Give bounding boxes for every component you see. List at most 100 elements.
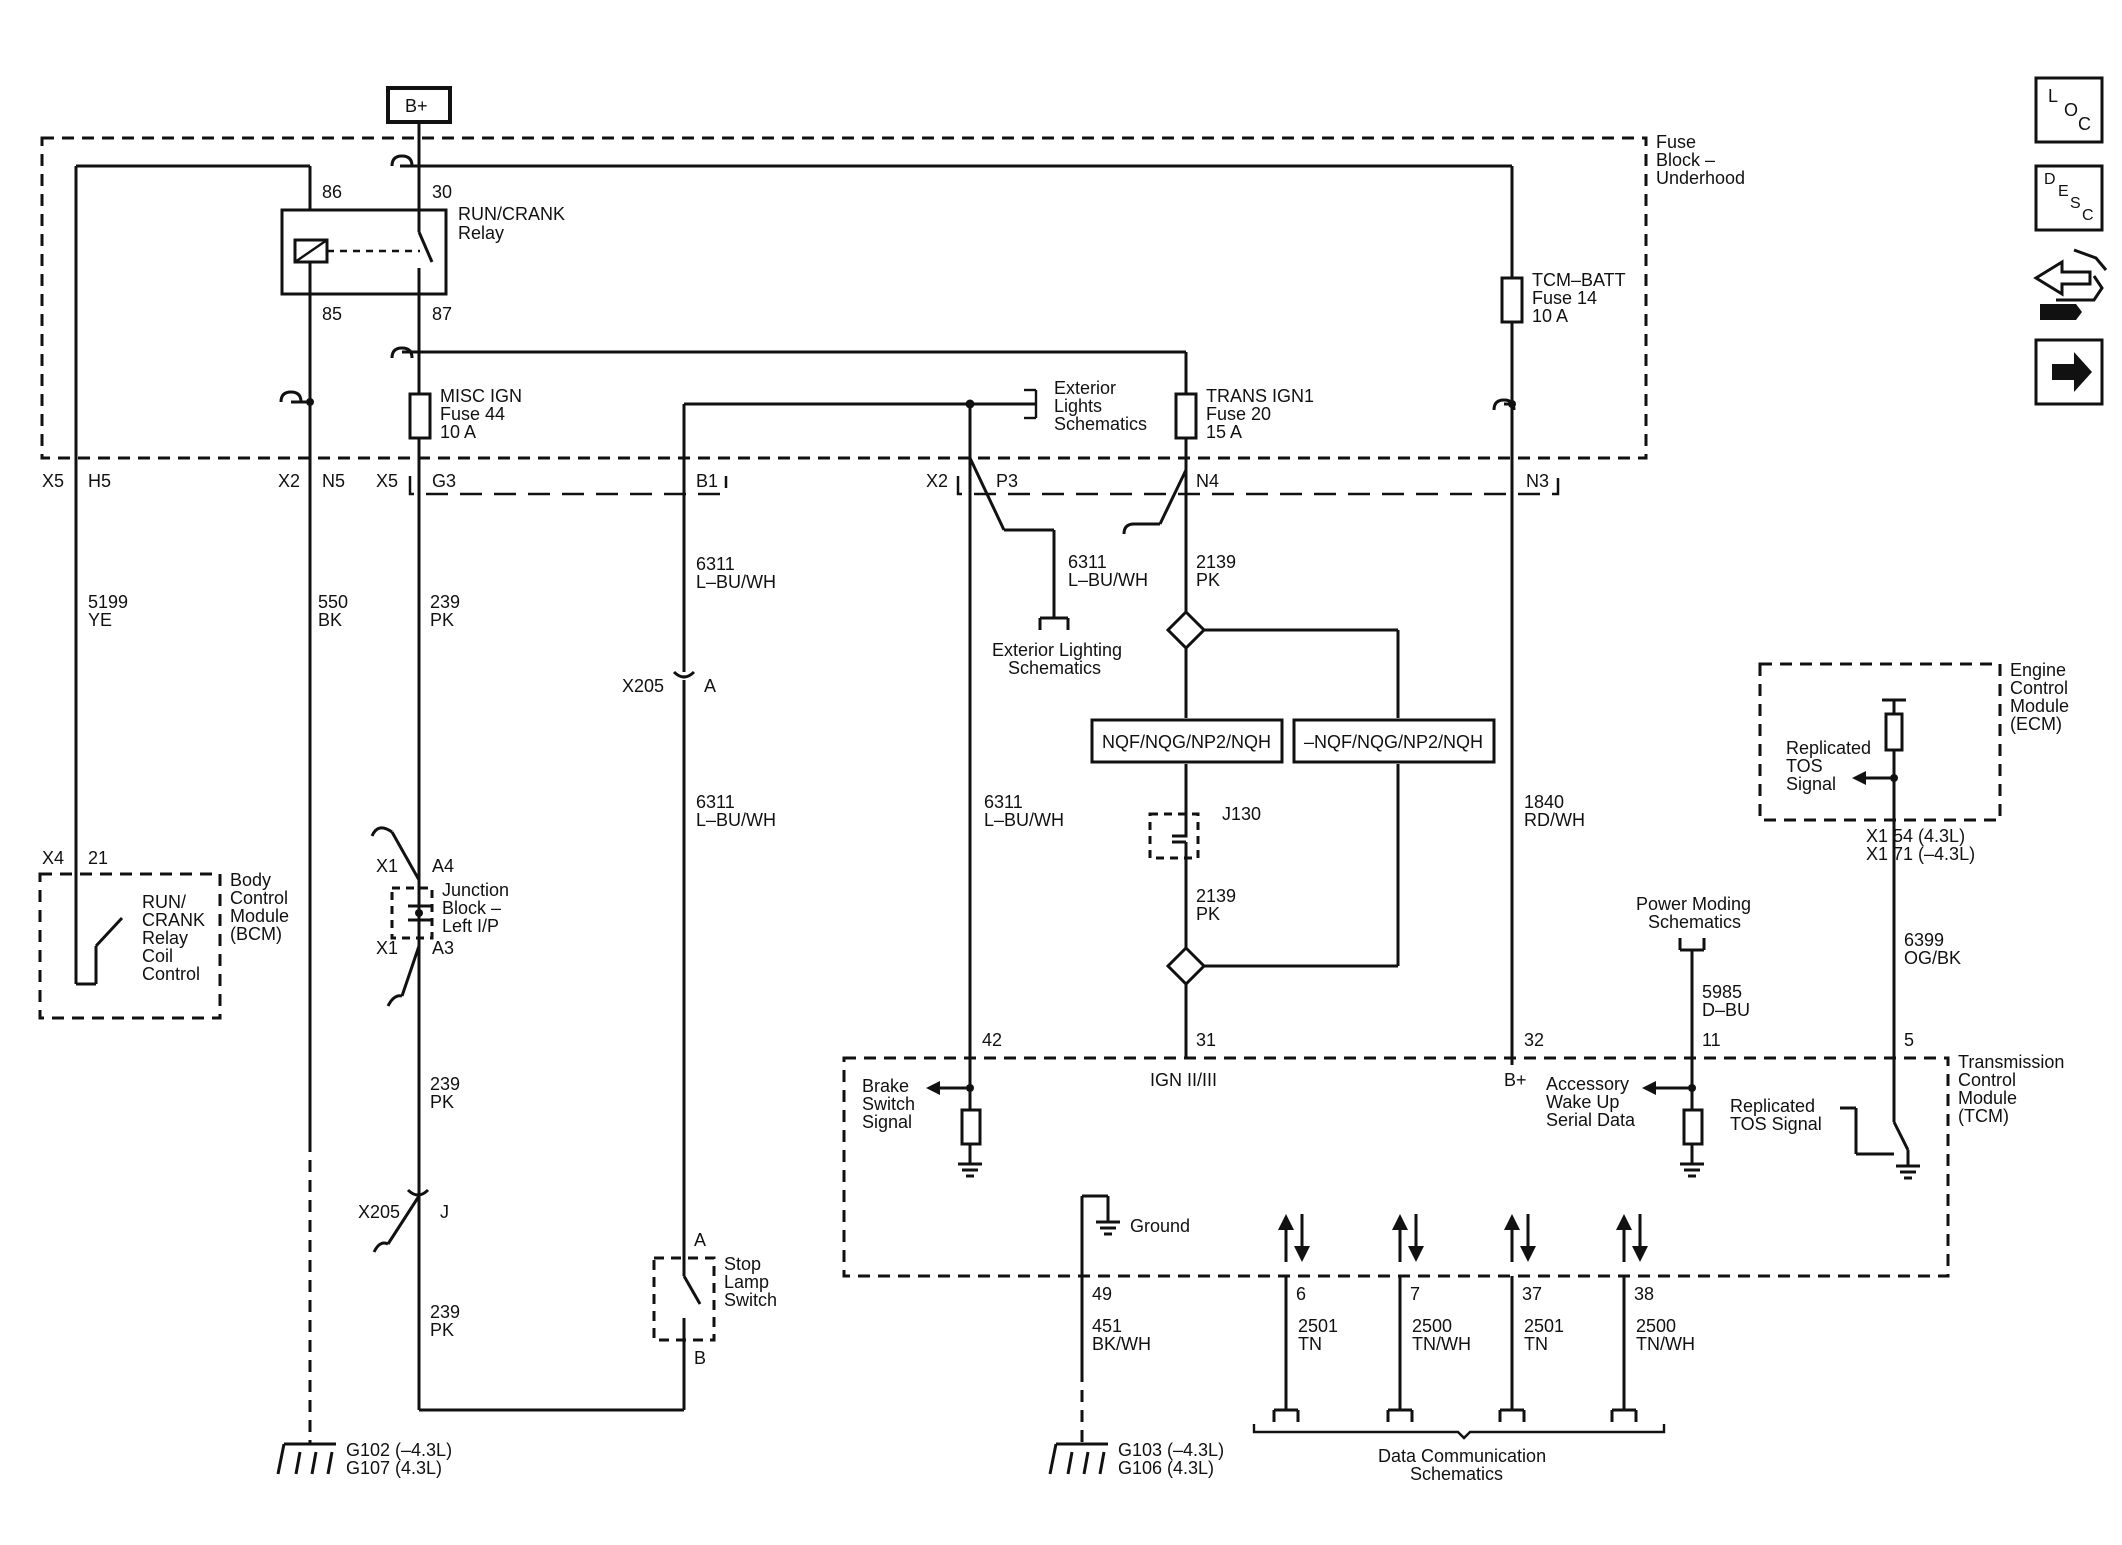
desc-letter-d: D bbox=[2044, 171, 2056, 188]
loc-letter-l: L bbox=[2048, 86, 2058, 106]
loc-letter-o: O bbox=[2064, 100, 2078, 120]
exterior-lights-ref-3[interactable]: Schematics bbox=[1054, 414, 1147, 434]
wire-239-top-color: PK bbox=[430, 610, 454, 630]
trans-ign1-fuse-rating: 15 A bbox=[1206, 422, 1242, 442]
tcm-name-4: (TCM) bbox=[1958, 1106, 2009, 1126]
conn-x2-mid: X2 bbox=[926, 471, 948, 491]
wire-6311-c-number: 6311 bbox=[696, 792, 735, 812]
relay-pin-87: 87 bbox=[432, 304, 452, 324]
jb-x1-a4: X1 bbox=[376, 856, 398, 876]
ecm-name-1: Engine bbox=[2010, 660, 2066, 680]
data-pin-37 bbox=[1498, 1214, 1536, 1422]
wire-6311-a-color: L–BU/WH bbox=[696, 572, 776, 592]
tcm-pin-32: 32 bbox=[1524, 1030, 1544, 1050]
fuse-block-title-1: Fuse bbox=[1656, 132, 1696, 152]
relay-pin-86: 86 bbox=[322, 182, 342, 202]
wire-2500-b-color: TN/WH bbox=[1636, 1334, 1695, 1354]
ecm-name-3: Module bbox=[2010, 696, 2069, 716]
desc-letter-e: E bbox=[2058, 183, 2069, 200]
conn-n4: N4 bbox=[1196, 471, 1219, 491]
repair-tool-icon[interactable] bbox=[2033, 248, 2108, 320]
wire-2139-bot-color: PK bbox=[1196, 904, 1220, 924]
bplus-source-label: B+ bbox=[405, 96, 428, 116]
jb-name-3: Left I/P bbox=[442, 916, 499, 936]
wire-2501-b-color: TN bbox=[1524, 1334, 1548, 1354]
bcm-pin: 21 bbox=[88, 848, 108, 868]
conn-n5: N5 bbox=[322, 471, 345, 491]
wire-6311-a-number: 6311 bbox=[696, 554, 735, 574]
wire-6399-number: 6399 bbox=[1904, 930, 1944, 950]
conn-n3: N3 bbox=[1526, 471, 1549, 491]
splice-j130 bbox=[1148, 812, 1200, 860]
wire-6311-c-color: L–BU/WH bbox=[696, 810, 776, 830]
fuse-block-outline bbox=[40, 136, 1648, 460]
desc-letter-c: C bbox=[2082, 207, 2094, 224]
tcm-pin-6: 6 bbox=[1296, 1284, 1306, 1304]
data-comm-ref-1[interactable]: Data Communication bbox=[1378, 1446, 1546, 1466]
stop-lamp-pin-b: B bbox=[694, 1348, 706, 1368]
next-page-arrow-icon[interactable] bbox=[2034, 338, 2104, 406]
conn-x5-left: X5 bbox=[42, 471, 64, 491]
splice-j130-label: J130 bbox=[1222, 804, 1261, 824]
ecm-pin-71: X1 71 (–4.3L) bbox=[1866, 844, 1975, 864]
tcm-brake-2: Switch bbox=[862, 1094, 915, 1114]
fuse-block-title-3: Underhood bbox=[1656, 168, 1745, 188]
tcm-tos-1: Replicated bbox=[1730, 1096, 1815, 1116]
jb-name-1: Junction bbox=[442, 880, 509, 900]
wire-2500-a-color: TN/WH bbox=[1412, 1334, 1471, 1354]
stop-lamp-pin-a: A bbox=[694, 1230, 706, 1250]
wire-239-mid-color: PK bbox=[430, 1092, 454, 1112]
tcm-accessory-2: Wake Up bbox=[1546, 1092, 1619, 1112]
option-box-nqf-label: NQF/NQG/NP2/NQH bbox=[1102, 732, 1271, 752]
tcm-pin-5: 5 bbox=[1904, 1030, 1914, 1050]
tcm-accessory-1: Accessory bbox=[1546, 1074, 1629, 1094]
power-moding-ref-2[interactable]: Schematics bbox=[1648, 912, 1741, 932]
wire-239-top-number: 239 bbox=[430, 592, 460, 612]
exterior-lights-ref-1[interactable]: Exterior bbox=[1054, 378, 1116, 398]
ecm-module bbox=[1758, 662, 2002, 822]
bcm-name-1: Body bbox=[230, 870, 271, 890]
conn-x2-left: X2 bbox=[278, 471, 300, 491]
bcm-name-3: Module bbox=[230, 906, 289, 926]
tcm-batt-fuse bbox=[1500, 276, 1524, 324]
tcm-name-1: Transmission bbox=[1958, 1052, 2064, 1072]
trans-ign1-fuse-name: TRANS IGN1 bbox=[1206, 386, 1314, 406]
tcm-bplus-label: B+ bbox=[1504, 1070, 1527, 1090]
wire-451-color: BK/WH bbox=[1092, 1334, 1151, 1354]
exterior-lighting-ref-2[interactable]: Schematics bbox=[1008, 658, 1101, 678]
loc-nav-button[interactable]: L O C bbox=[2034, 76, 2104, 144]
jb-name-2: Block – bbox=[442, 898, 501, 918]
wire-2500-b-number: 2500 bbox=[1636, 1316, 1676, 1336]
bcm-name-2: Control bbox=[230, 888, 288, 908]
tcm-name-3: Module bbox=[1958, 1088, 2017, 1108]
wire-2501-b-number: 2501 bbox=[1524, 1316, 1564, 1336]
conn-h5: H5 bbox=[88, 471, 111, 491]
data-pin-6 bbox=[1272, 1214, 1310, 1422]
wire-6311-b-color: L–BU/WH bbox=[1068, 570, 1148, 590]
wire-239-bot-color: PK bbox=[430, 1320, 454, 1340]
trans-ign1-fuse-number: Fuse 20 bbox=[1206, 404, 1271, 424]
option-split-diamond-bottom bbox=[1165, 945, 1207, 987]
data-comm-ref-2[interactable]: Schematics bbox=[1410, 1464, 1503, 1484]
x205-top-label: X205 bbox=[622, 676, 664, 696]
loc-letter-c: C bbox=[2078, 114, 2091, 134]
x205-top-pin: A bbox=[704, 676, 716, 696]
desc-nav-button[interactable]: D E S C bbox=[2034, 164, 2104, 232]
bcm-module bbox=[38, 872, 222, 1020]
tcm-accessory-3: Serial Data bbox=[1546, 1110, 1636, 1130]
data-pin-7 bbox=[1386, 1214, 1424, 1422]
option-split-diamond-top bbox=[1165, 609, 1207, 651]
misc-ign-fuse-number: Fuse 44 bbox=[440, 404, 505, 424]
jb-a4: A4 bbox=[432, 856, 454, 876]
relay-pin-85: 85 bbox=[322, 304, 342, 324]
wire-5199-number: 5199 bbox=[88, 592, 128, 612]
power-moding-ref-1[interactable]: Power Moding bbox=[1636, 894, 1751, 914]
exterior-lights-ref-2[interactable]: Lights bbox=[1054, 396, 1102, 416]
wire-2500-a-number: 2500 bbox=[1412, 1316, 1452, 1336]
wire-6311-d-color: L–BU/WH bbox=[984, 810, 1064, 830]
ground-left-2: G107 (4.3L) bbox=[346, 1458, 442, 1478]
stop-lamp-name-1: Stop bbox=[724, 1254, 761, 1274]
tcm-tos-2: TOS Signal bbox=[1730, 1114, 1822, 1134]
exterior-lighting-ref-1[interactable]: Exterior Lighting bbox=[992, 640, 1122, 660]
